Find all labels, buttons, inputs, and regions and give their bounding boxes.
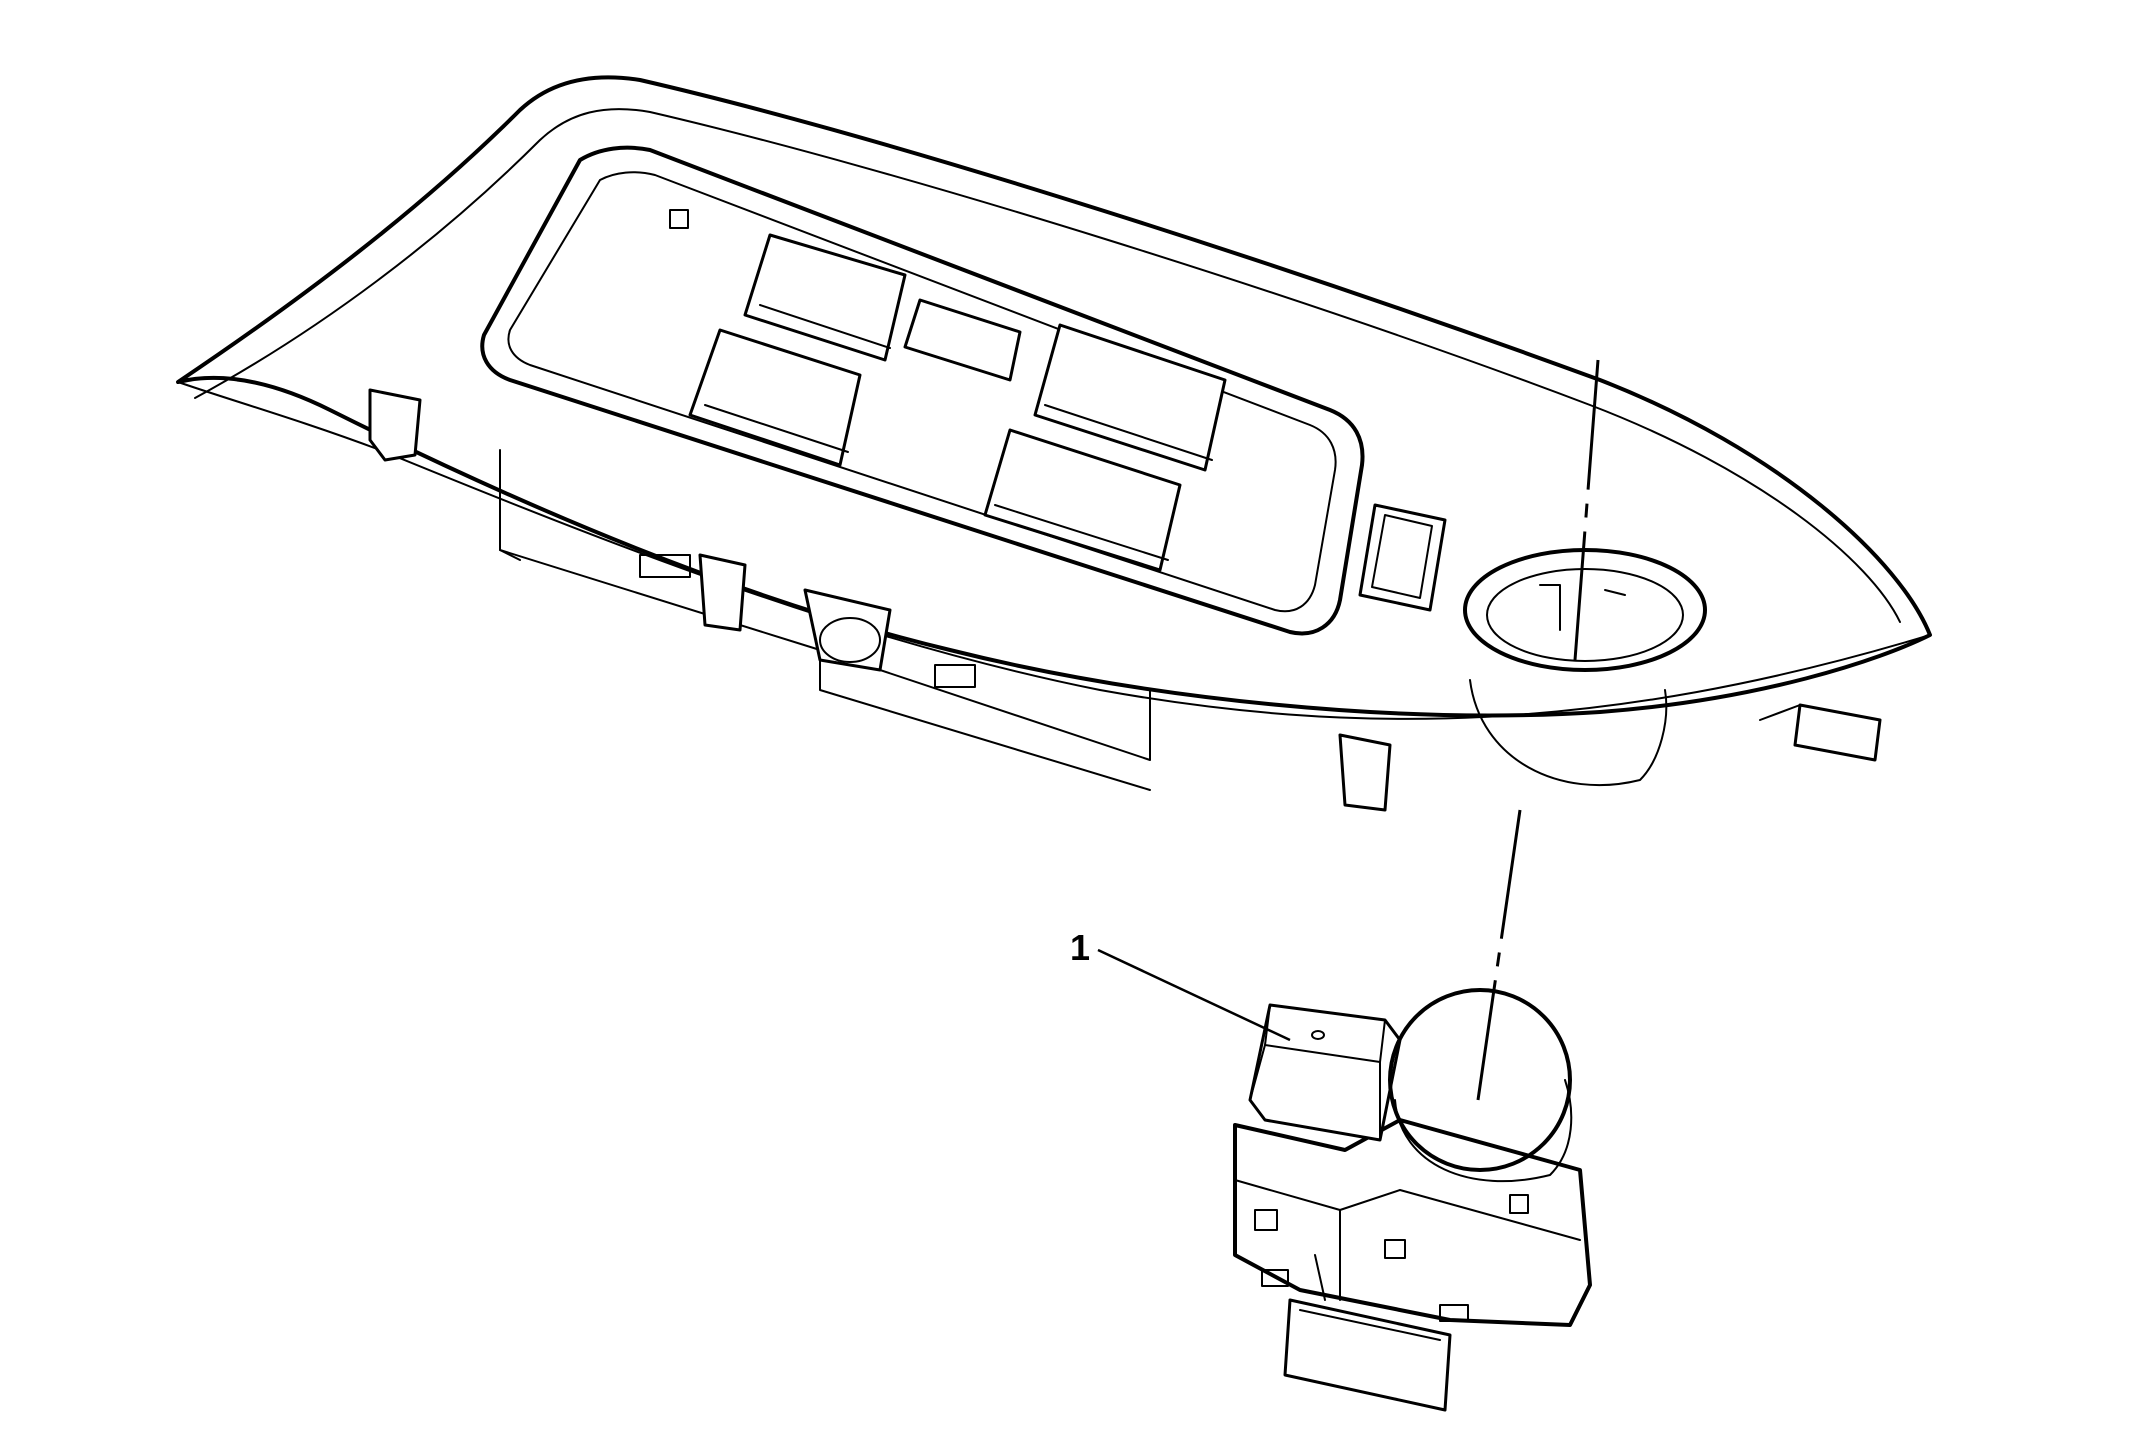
bezel-rim <box>194 108 1901 623</box>
switch-opening-frame <box>480 145 1365 636</box>
switch-opening-inner <box>507 171 1337 613</box>
callout-leader-1 <box>1097 948 1291 1042</box>
bezel-lower-edge <box>177 381 1931 720</box>
indicator-square <box>669 209 689 229</box>
clip-connector <box>803 588 892 672</box>
window-switch-bezel <box>176 75 1932 812</box>
lock-switch <box>903 298 1022 382</box>
clip-left <box>368 388 422 462</box>
clip-right <box>1338 733 1392 812</box>
mirror-switch-cup <box>1463 548 1707 672</box>
housing-slot-2 <box>934 664 976 688</box>
clip-rear-tab <box>1793 703 1882 762</box>
housing-slot-1 <box>639 554 691 578</box>
mirror-switch-connector <box>1283 1298 1452 1412</box>
mirror-switch-cup-inner <box>1486 568 1684 662</box>
clip-center <box>698 553 747 632</box>
assembly-center-line <box>1476 359 1600 1101</box>
window-switch-rocker-rear-right <box>983 428 1182 572</box>
callout-1: 1 <box>1070 927 1291 1042</box>
window-switch-rocker-front-right <box>1033 323 1227 472</box>
outside-mirror-switch <box>1233 988 1592 1412</box>
mirror-select-switch <box>1248 1003 1402 1142</box>
window-switch-rocker-front-left <box>743 233 907 362</box>
callout-label-1: 1 <box>1070 927 1090 968</box>
window-switch-rocker-rear-left <box>688 328 862 467</box>
mirror-joystick-dome <box>1388 988 1572 1172</box>
